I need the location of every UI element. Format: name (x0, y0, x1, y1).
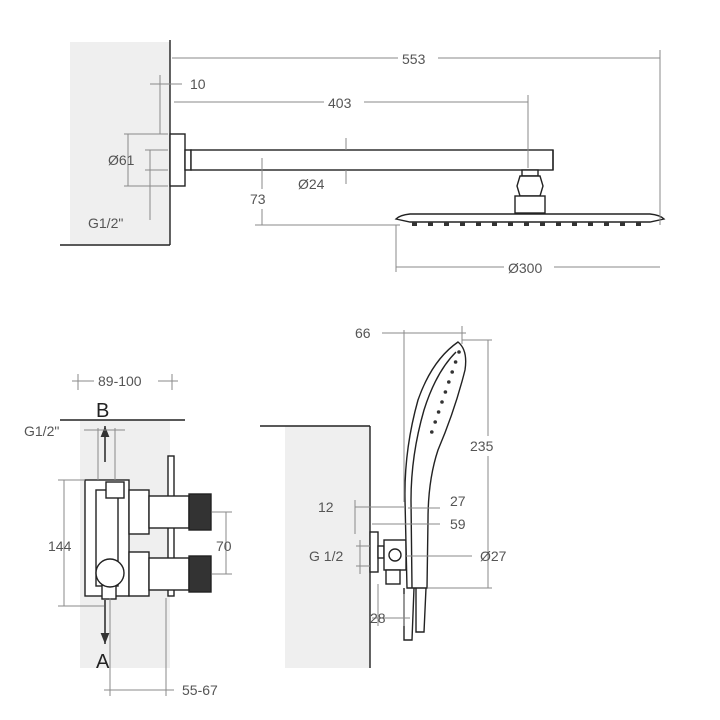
outlet-b-label: B (96, 400, 109, 422)
dim-offset-27: 27 (450, 493, 466, 509)
dim-projection-range: 55-67 (182, 682, 218, 698)
wall-section-hand (285, 426, 370, 668)
nozzle (412, 222, 417, 226)
dim-head-width: 66 (355, 325, 371, 341)
hand-nozzle (440, 400, 444, 404)
swivel-joint (516, 175, 544, 197)
upper-knob (188, 493, 212, 531)
hand-shower-body (404, 341, 467, 589)
diverter-hub (95, 558, 125, 588)
hand-nozzle (443, 390, 448, 394)
wall-flange (169, 133, 186, 187)
hand-nozzle (450, 370, 455, 374)
dim-length: 235 (470, 438, 494, 454)
dim-flange-diameter: Ø61 (108, 152, 135, 168)
nozzle (444, 222, 449, 226)
shower-head (394, 213, 666, 223)
nozzle (492, 222, 497, 226)
wall-section-top (70, 42, 170, 244)
nozzle (572, 222, 577, 226)
dim-overall-length: 553 (402, 51, 426, 67)
hand-nozzle (430, 430, 434, 434)
shower-arm (190, 149, 554, 171)
upper-cartridge (148, 495, 190, 529)
dim-drop: 73 (250, 191, 266, 207)
lower-knob (188, 555, 212, 593)
nozzle (620, 222, 625, 226)
hand-shower-view: 66 235 12 27 59 G 1/2 Ø27 28 (260, 325, 507, 668)
dim-spacing: 70 (216, 538, 232, 554)
dim-thread-valve: G1/2" (24, 423, 59, 439)
dim-head-diameter: Ø300 (508, 260, 542, 276)
nozzle (524, 222, 529, 226)
dim-arm-diameter: Ø24 (298, 176, 325, 192)
dim-diameter: Ø27 (480, 548, 507, 564)
nozzle (540, 222, 545, 226)
nozzle (476, 222, 481, 226)
shower-head-nozzles (412, 222, 641, 226)
nozzle (556, 222, 561, 226)
nozzle (588, 222, 593, 226)
outlet-a-label: A (96, 651, 110, 673)
hand-nozzle (433, 420, 438, 424)
overhead-shower-view: 553 10 403 Ø61 G1/2" Ø24 73 Ø300 (60, 40, 666, 277)
hand-nozzle (453, 360, 458, 364)
hand-nozzle (457, 350, 461, 354)
nozzle (604, 222, 609, 226)
dim-thread-hand: G 1/2 (309, 548, 343, 564)
hand-shower-nozzles (430, 350, 461, 434)
nozzle (508, 222, 513, 226)
dim-depth-range: 89-100 (98, 373, 142, 389)
nozzle (428, 222, 433, 226)
dim-depth-28: 28 (370, 610, 386, 626)
dim-offset-12: 12 (318, 499, 334, 515)
dim-arm-length: 403 (328, 95, 352, 111)
mixer-valve-view: 89-100 B G1/2" 144 70 A 55-67 (24, 371, 232, 698)
dim-thread-overhead: G1/2" (88, 215, 123, 231)
nozzle (460, 222, 465, 226)
wall-outlet (369, 531, 379, 573)
hand-nozzle (447, 380, 451, 384)
hand-nozzle (436, 410, 441, 414)
dim-height: 144 (48, 538, 72, 554)
dim-offset-59: 59 (450, 516, 466, 532)
dim-wall-gap: 10 (190, 76, 206, 92)
hose (403, 587, 415, 641)
lower-cartridge (148, 557, 190, 591)
nozzle (636, 222, 641, 226)
